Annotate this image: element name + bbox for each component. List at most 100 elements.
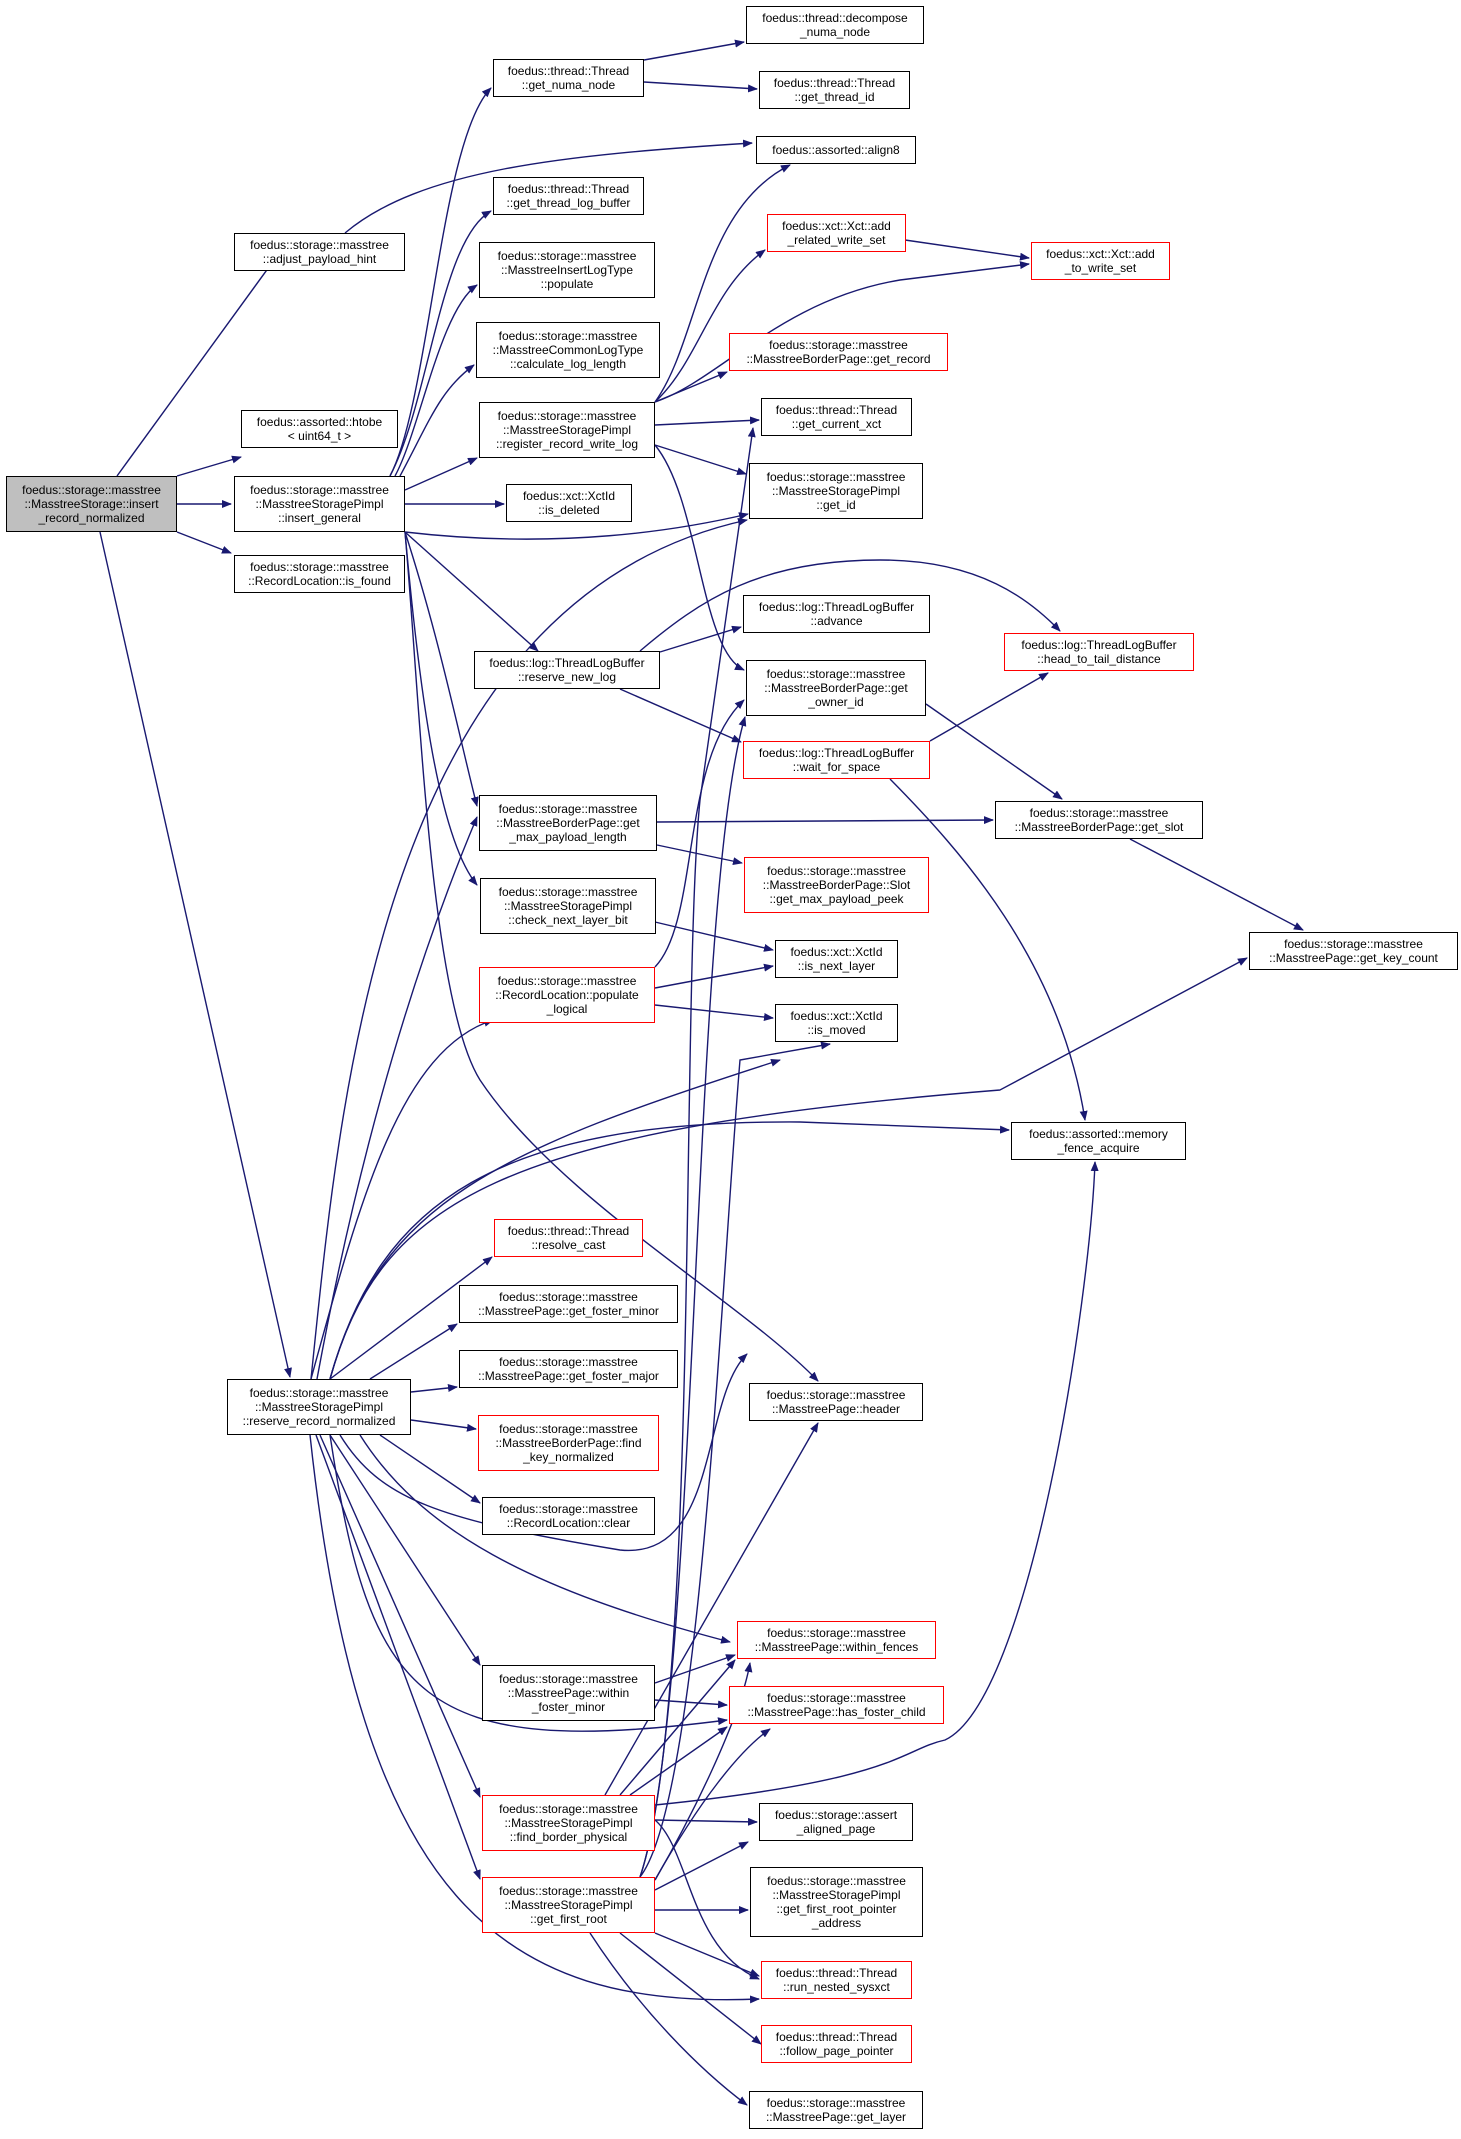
node-record-location-clear[interactable]: foedus::storage::masstree ::RecordLocati…: [482, 1497, 655, 1535]
node-get-max-payload-length[interactable]: foedus::storage::masstree ::MasstreeBord…: [479, 795, 657, 851]
call-edge-14: [404, 531, 539, 652]
call-edge-19: [643, 81, 758, 93]
call-edge-6: [344, 139, 753, 234]
call-edge-50: [410, 1419, 477, 1432]
node-find-key-normalized[interactable]: foedus::storage::masstree ::MasstreeBord…: [478, 1415, 659, 1471]
call-edge-72: [654, 1728, 771, 1881]
node-is-next-layer[interactable]: foedus::xct::XctId ::is_next_layer: [775, 940, 898, 978]
node-get-layer[interactable]: foedus::storage::masstree ::MasstreePage…: [749, 2091, 923, 2129]
node-is-deleted[interactable]: foedus::xct::XctId ::is_deleted: [506, 484, 632, 522]
call-edge-9: [394, 284, 478, 477]
call-edge-7: [389, 87, 492, 477]
call-edge-76: [639, 716, 747, 1878]
call-edge-41: [310, 518, 748, 1380]
call-edge-63: [629, 1726, 728, 1796]
node-header[interactable]: foedus::storage::masstree ::MasstreePage…: [749, 1383, 923, 1421]
call-edge-55: [329, 1434, 728, 1732]
call-edge-23: [654, 371, 728, 403]
call-edge-11: [404, 457, 478, 491]
node-insert-log-populate[interactable]: foedus::storage::masstree ::MasstreeInse…: [479, 242, 655, 298]
node-is-found[interactable]: foedus::storage::masstree ::RecordLocati…: [234, 555, 405, 593]
call-edge-13: [404, 512, 749, 540]
node-advance[interactable]: foedus::log::ThreadLogBuffer ::advance: [743, 595, 930, 633]
node-follow-page-pointer[interactable]: foedus::thread::Thread ::follow_page_poi…: [761, 2025, 912, 2063]
node-is-moved[interactable]: foedus::xct::XctId ::is_moved: [775, 1004, 898, 1042]
node-get-slot[interactable]: foedus::storage::masstree ::MasstreeBord…: [995, 801, 1203, 839]
node-has-foster-child[interactable]: foedus::storage::masstree ::MasstreePage…: [729, 1686, 944, 1724]
call-edge-56: [319, 1434, 481, 1798]
call-edge-59: [654, 1654, 736, 1684]
call-edge-15: [404, 531, 479, 807]
node-add-to-write-set[interactable]: foedus::xct::Xct::add _to_write_set: [1031, 242, 1170, 280]
call-edge-31: [929, 672, 1049, 742]
call-edge-36: [1129, 838, 1304, 931]
call-edge-40: [654, 699, 745, 968]
node-insert-general[interactable]: foedus::storage::masstree ::MasstreeStor…: [234, 476, 405, 532]
node-add-related-write-set[interactable]: foedus::xct::Xct::add _related_write_set: [767, 214, 906, 252]
call-edge-8: [389, 210, 492, 477]
node-find-border-physical[interactable]: foedus::storage::masstree ::MasstreeStor…: [482, 1795, 655, 1851]
call-edge-48: [369, 1323, 458, 1380]
node-calculate-log-length[interactable]: foedus::storage::masstree ::MasstreeComm…: [476, 322, 660, 378]
node-register-record-write-log[interactable]: foedus::storage::masstree ::MasstreeStor…: [479, 402, 655, 458]
node-get-record[interactable]: foedus::storage::masstree ::MasstreeBord…: [729, 333, 948, 371]
call-edge-33: [656, 816, 994, 825]
node-htobe[interactable]: foedus::assorted::htobe < uint64_t >: [241, 410, 398, 448]
call-edge-46: [329, 1121, 1010, 1380]
node-head-to-tail-distance[interactable]: foedus::log::ThreadLogBuffer ::head_to_t…: [1004, 633, 1194, 671]
call-edge-21: [654, 249, 766, 403]
node-reserve-record-normalized[interactable]: foedus::storage::masstree ::MasstreeStor…: [227, 1379, 411, 1435]
call-edge-75: [639, 427, 756, 1878]
call-edge-49: [410, 1383, 458, 1393]
call-edge-27: [904, 239, 1030, 261]
call-edge-2: [176, 455, 242, 477]
node-memory-fence-acquire[interactable]: foedus::assorted::memory _fence_acquire: [1011, 1122, 1186, 1160]
call-edge-53: [339, 1353, 748, 1551]
node-get-foster-minor[interactable]: foedus::storage::masstree ::MasstreePage…: [459, 1285, 678, 1323]
node-get-max-payload-peek[interactable]: foedus::storage::masstree ::MasstreeBord…: [744, 857, 929, 913]
call-edge-34: [656, 844, 743, 866]
node-get-key-count[interactable]: foedus::storage::masstree ::MasstreePage…: [1249, 932, 1458, 970]
node-within-fences[interactable]: foedus::storage::masstree ::MasstreePage…: [737, 1621, 936, 1659]
node-get-owner-id[interactable]: foedus::storage::masstree ::MasstreeBord…: [746, 660, 926, 716]
node-get-current-xct[interactable]: foedus::thread::Thread ::get_current_xct: [761, 398, 912, 436]
node-wait-for-space[interactable]: foedus::log::ThreadLogBuffer ::wait_for_…: [743, 741, 930, 779]
node-get-thread-id[interactable]: foedus::thread::Thread ::get_thread_id: [759, 71, 910, 109]
node-decompose-numa-node[interactable]: foedus::thread::decompose _numa_node: [746, 6, 924, 44]
call-edge-51: [379, 1434, 481, 1504]
node-reserve-new-log[interactable]: foedus::log::ThreadLogBuffer ::reserve_n…: [474, 651, 660, 689]
node-check-next-layer-bit[interactable]: foedus::storage::masstree ::MasstreeStor…: [480, 878, 656, 934]
call-edge-64: [654, 1817, 758, 1826]
node-run-nested-sysxct[interactable]: foedus::thread::Thread ::run_nested_sysx…: [761, 1961, 912, 1999]
call-edge-26: [654, 444, 745, 671]
call-edge-62: [619, 1659, 736, 1796]
node-assert-aligned-page[interactable]: foedus::storage::assert _aligned_page: [759, 1803, 913, 1841]
call-edge-17: [404, 531, 819, 1382]
call-edge-25: [654, 444, 747, 476]
node-get-id[interactable]: foedus::storage::masstree ::MasstreeStor…: [749, 463, 923, 519]
call-edge-20: [654, 164, 791, 403]
call-edge-30: [619, 688, 742, 743]
call-edge-67: [654, 1841, 749, 1891]
call-edge-57: [315, 1434, 481, 1880]
node-resolve-cast[interactable]: foedus::thread::Thread ::resolve_cast: [494, 1219, 643, 1257]
call-edge-70: [619, 1932, 762, 2045]
node-get-numa-node[interactable]: foedus::thread::Thread ::get_numa_node: [493, 59, 644, 97]
node-get-first-root[interactable]: foedus::storage::masstree ::MasstreeStor…: [482, 1877, 655, 1933]
call-edge-65: [654, 1161, 1099, 1806]
call-edge-58: [309, 1434, 760, 2004]
call-edge-1: [116, 233, 294, 477]
call-edge-35: [925, 703, 1063, 800]
call-edge-54: [329, 1434, 481, 1666]
call-edge-18: [643, 39, 745, 61]
node-get-foster-major[interactable]: foedus::storage::masstree ::MasstreePage…: [459, 1350, 678, 1388]
call-edge-10: [399, 364, 475, 477]
node-get-first-root-pointer-address[interactable]: foedus::storage::masstree ::MasstreeStor…: [750, 1867, 923, 1937]
call-edge-38: [654, 963, 774, 989]
node-adjust-payload-hint[interactable]: foedus::storage::masstree ::adjust_paylo…: [234, 233, 405, 271]
node-align8[interactable]: foedus::assorted::align8: [756, 136, 916, 164]
node-within-foster-minor[interactable]: foedus::storage::masstree ::MasstreePage…: [482, 1665, 655, 1721]
node-populate-logical[interactable]: foedus::storage::masstree ::RecordLocati…: [479, 967, 655, 1023]
node-get-thread-log-buffer[interactable]: foedus::thread::Thread ::get_thread_log_…: [493, 177, 644, 215]
call-edge-52: [359, 1434, 731, 1644]
